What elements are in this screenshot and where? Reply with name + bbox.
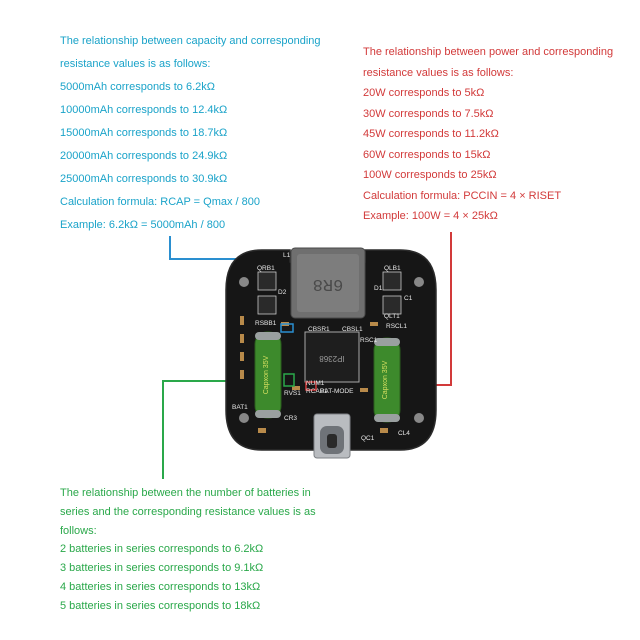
rcap-highlight <box>280 323 294 333</box>
capacitor-left: Capxon 35V <box>254 331 282 419</box>
power-note-line: Example: 100W = 4 × 25kΩ <box>363 210 498 222</box>
battery-callout-line <box>162 380 248 479</box>
power-note-line: 45W corresponds to 11.2kΩ <box>363 128 499 140</box>
mosfet-d2 <box>257 295 277 315</box>
battery-note-line: series and the corresponding resistance … <box>60 505 316 518</box>
label-rsc1: RSC1 <box>360 337 378 344</box>
rvs-highlight <box>283 373 295 387</box>
mosfet-qlb1 <box>382 271 402 291</box>
label-d2: D2 <box>278 289 287 296</box>
capacity-note-line: 20000mAh corresponds to 24.9kΩ <box>60 150 228 162</box>
label-c1: C1 <box>404 295 413 302</box>
label-qrb1: QRB1 <box>257 265 275 272</box>
power-note: The relationship between power and corre… <box>363 42 613 227</box>
riset-highlight <box>305 381 317 391</box>
label-rsbb1: RSBB1 <box>255 320 277 327</box>
battery-note-line: 2 batteries in series corresponds to 6.2… <box>60 543 264 556</box>
mount-hole <box>414 413 424 423</box>
power-note-line: The relationship between power and corre… <box>363 46 614 58</box>
label-qlt1: QLT1 <box>384 313 400 320</box>
capacity-note-line: The relationship between capacity and co… <box>60 35 321 47</box>
power-note-line: 60W corresponds to 15kΩ <box>363 148 491 161</box>
capacity-note-line: 5000mAh corresponds to 6.2kΩ <box>60 81 215 93</box>
power-note-line: Calculation formula: PCCIN = 4 × RISET <box>363 189 562 202</box>
label-cl4: CL4 <box>398 430 410 437</box>
label-bat-mode: BAT-MODE <box>320 388 354 395</box>
label-rscl1: RSCL1 <box>386 323 407 330</box>
power-note-line: 30W corresponds to 7.5kΩ <box>363 107 494 120</box>
battery-note-line: The relationship between the number of b… <box>60 487 311 499</box>
battery-note-line: follows: <box>60 524 97 537</box>
mount-hole <box>239 413 249 423</box>
battery-note: The relationship between the number of b… <box>60 484 316 616</box>
label-cbsl1: CBSL1 <box>342 326 363 333</box>
capacitor-left-text: Capxon 35V <box>263 355 270 394</box>
label-rcap1: RCAP1 <box>306 388 328 395</box>
capacitor-right-text: Capxon 35V <box>382 360 389 399</box>
label-rvs1: RVS1 <box>284 390 301 397</box>
battery-note-line: 4 batteries in series corresponds to 13k… <box>60 580 261 593</box>
mount-hole <box>414 277 424 287</box>
label-bat1: BAT1 <box>232 404 248 411</box>
power-note-line: 100W corresponds to 25kΩ <box>363 169 497 181</box>
capacity-note: The relationship between capacity and co… <box>60 30 321 237</box>
battery-note-line: 5 batteries in series corresponds to 18k… <box>60 599 261 612</box>
mount-hole <box>239 277 249 287</box>
capacitor-right: Capxon 35V <box>373 337 401 423</box>
label-cr3: CR3 <box>284 415 297 422</box>
power-note-line: 20W corresponds to 5kΩ <box>363 87 485 99</box>
label-qlb1: QLB1 <box>384 265 401 272</box>
label-num1: NUM1 <box>306 380 325 387</box>
mosfet-qlt1 <box>382 295 402 315</box>
capacity-note-line: resistance values is as follows: <box>60 58 211 70</box>
battery-note-line: 3 batteries in series corresponds to 9.1… <box>60 562 264 575</box>
inductor-marking: 6R8 <box>313 274 344 293</box>
controller-chip <box>304 331 360 383</box>
capacity-note-line: Example: 6.2kΩ = 5000mAh / 800 <box>60 219 226 231</box>
usb-c-port <box>313 413 351 459</box>
label-qc1: QC1 <box>361 435 375 442</box>
label-cbsr1: CBSR1 <box>308 326 330 333</box>
capacity-note-line: 15000mAh corresponds to 18.7kΩ <box>60 127 228 139</box>
chip-marking: IP2368 <box>319 354 345 363</box>
capacity-note-line: 10000mAh corresponds to 12.4kΩ <box>60 104 228 116</box>
power-note-line: resistance values is as follows: <box>363 66 514 79</box>
capacity-note-line: Calculation formula: RCAP = Qmax / 800 <box>60 196 261 208</box>
mosfet-qrb1 <box>257 271 277 291</box>
label-l1: L1 <box>283 252 291 259</box>
capacity-note-line: 25000mAh corresponds to 30.9kΩ <box>60 173 228 185</box>
label-d1: D1 <box>374 285 383 292</box>
